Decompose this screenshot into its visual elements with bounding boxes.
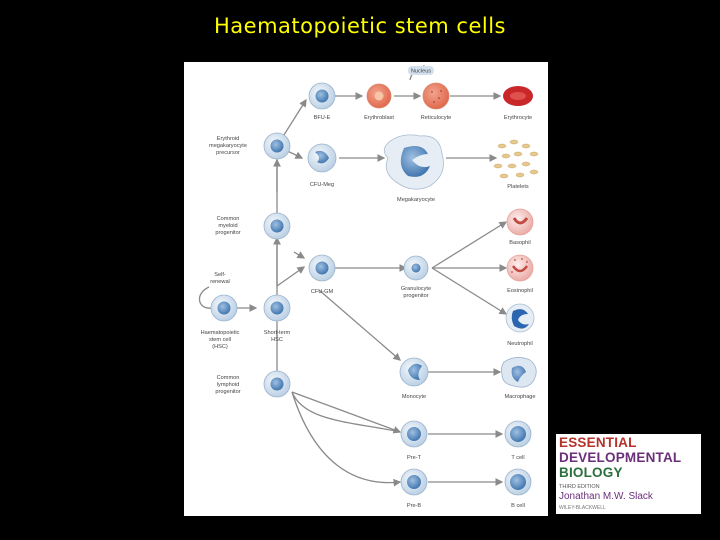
- label-macrophage: Macrophage: [504, 394, 535, 400]
- macrophage-cell: [500, 357, 537, 388]
- basophil-cell: [506, 208, 534, 236]
- cfu-gm-cell: [308, 254, 336, 282]
- short-term-hsc-cell: [263, 294, 291, 322]
- pre-t-cell: [400, 420, 428, 448]
- label-megakaryocyte: Megakaryocyte: [397, 197, 435, 203]
- reticulocyte-cell: [422, 82, 450, 110]
- granulocyte-progenitor-cell: [403, 255, 429, 281]
- emp-cell: [263, 132, 291, 160]
- clp-cell: [263, 370, 291, 398]
- lineage-arrows: [198, 64, 508, 487]
- label-sthsc-2: HSC: [271, 337, 283, 343]
- label-sthsc-1: Short-term: [264, 330, 291, 336]
- erythrocyte-cell: [503, 86, 533, 106]
- label-pre-t: Pre-T: [407, 455, 422, 461]
- haematopoiesis-diagram: Nucleus: [184, 62, 548, 516]
- slide-title: Haematopoietic stem cells: [213, 14, 506, 38]
- lineage-tree-svg: Nucleus: [198, 64, 539, 509]
- monocyte-cell: [399, 357, 429, 387]
- label-b-cell: B cell: [511, 503, 525, 509]
- label-reticulocyte: Reticulocyte: [421, 115, 451, 121]
- label-clp-2: lymphoid: [217, 382, 239, 388]
- label-bfu-e: BFU-E: [314, 115, 331, 121]
- book-title-line-2: DEVELOPMENTAL: [559, 450, 682, 465]
- label-monocyte: Monocyte: [402, 394, 426, 400]
- nucleus-label: Nucleus: [411, 69, 431, 75]
- erythroblast-cell: [366, 83, 392, 109]
- label-eosinophil: Eosinophil: [507, 288, 533, 294]
- book-title-line-3: BIOLOGY: [559, 465, 623, 480]
- label-cmp-2: myeloid: [218, 223, 237, 229]
- cfu-meg-cell: [307, 143, 337, 173]
- label-t-cell: T cell: [511, 455, 524, 461]
- label-self-renewal-2: renewal: [210, 279, 230, 285]
- label-gp-2: progenitor: [403, 293, 428, 299]
- megakaryocyte-cell: [383, 134, 444, 190]
- label-cfu-meg: CFU-Meg: [310, 182, 334, 188]
- label-erythroblast: Erythroblast: [364, 115, 394, 121]
- cell-labels: BFU-E Erythroblast Reticulocyte Erythroc…: [201, 115, 536, 509]
- pre-b-cell: [400, 468, 428, 496]
- label-pre-b: Pre-B: [407, 503, 422, 509]
- label-cfu-gm: CFU-GM: [311, 289, 334, 295]
- label-emp-2: megakaryocyte: [209, 143, 247, 149]
- label-gp-1: Granulocyte: [401, 286, 431, 292]
- book-cover-logo: ESSENTIAL DEVELOPMENTAL BIOLOGY THIRD ED…: [556, 434, 701, 514]
- label-emp-3: precursor: [216, 150, 240, 156]
- book-publisher: WILEY-BLACKWELL: [559, 505, 606, 511]
- t-cell: [504, 420, 532, 448]
- label-cmp-3: progenitor: [215, 230, 240, 236]
- neutrophil-cell: [505, 303, 535, 333]
- b-cell: [504, 468, 532, 496]
- book-author: Jonathan M.W. Slack: [559, 491, 653, 502]
- label-emp-1: Erythroid: [217, 136, 239, 142]
- bfu-e-cell: [308, 82, 336, 110]
- hsc-cell: [210, 294, 238, 322]
- book-edition: THIRD EDITION: [559, 484, 600, 490]
- nucleus-callout: Nucleus: [408, 66, 434, 75]
- cmp-cell: [263, 212, 291, 240]
- label-neutrophil: Neutrophil: [507, 341, 533, 347]
- label-platelets: Platelets: [507, 184, 529, 190]
- label-clp-1: Common: [217, 375, 240, 381]
- label-cmp-1: Common: [217, 216, 240, 222]
- label-hsc-2: stem cell: [209, 337, 231, 343]
- label-erythrocyte: Erythrocyte: [504, 115, 532, 121]
- label-basophil: Basophil: [509, 240, 530, 246]
- platelets-cluster: [493, 139, 539, 179]
- label-hsc-1: Haematopoietic: [201, 330, 240, 336]
- label-hsc-3: (HSC): [212, 344, 228, 350]
- book-title-line-1: ESSENTIAL: [559, 435, 637, 450]
- label-clp-3: progenitor: [215, 389, 240, 395]
- label-self-renewal-1: Self-: [214, 272, 226, 278]
- eosinophil-cell: [506, 254, 534, 282]
